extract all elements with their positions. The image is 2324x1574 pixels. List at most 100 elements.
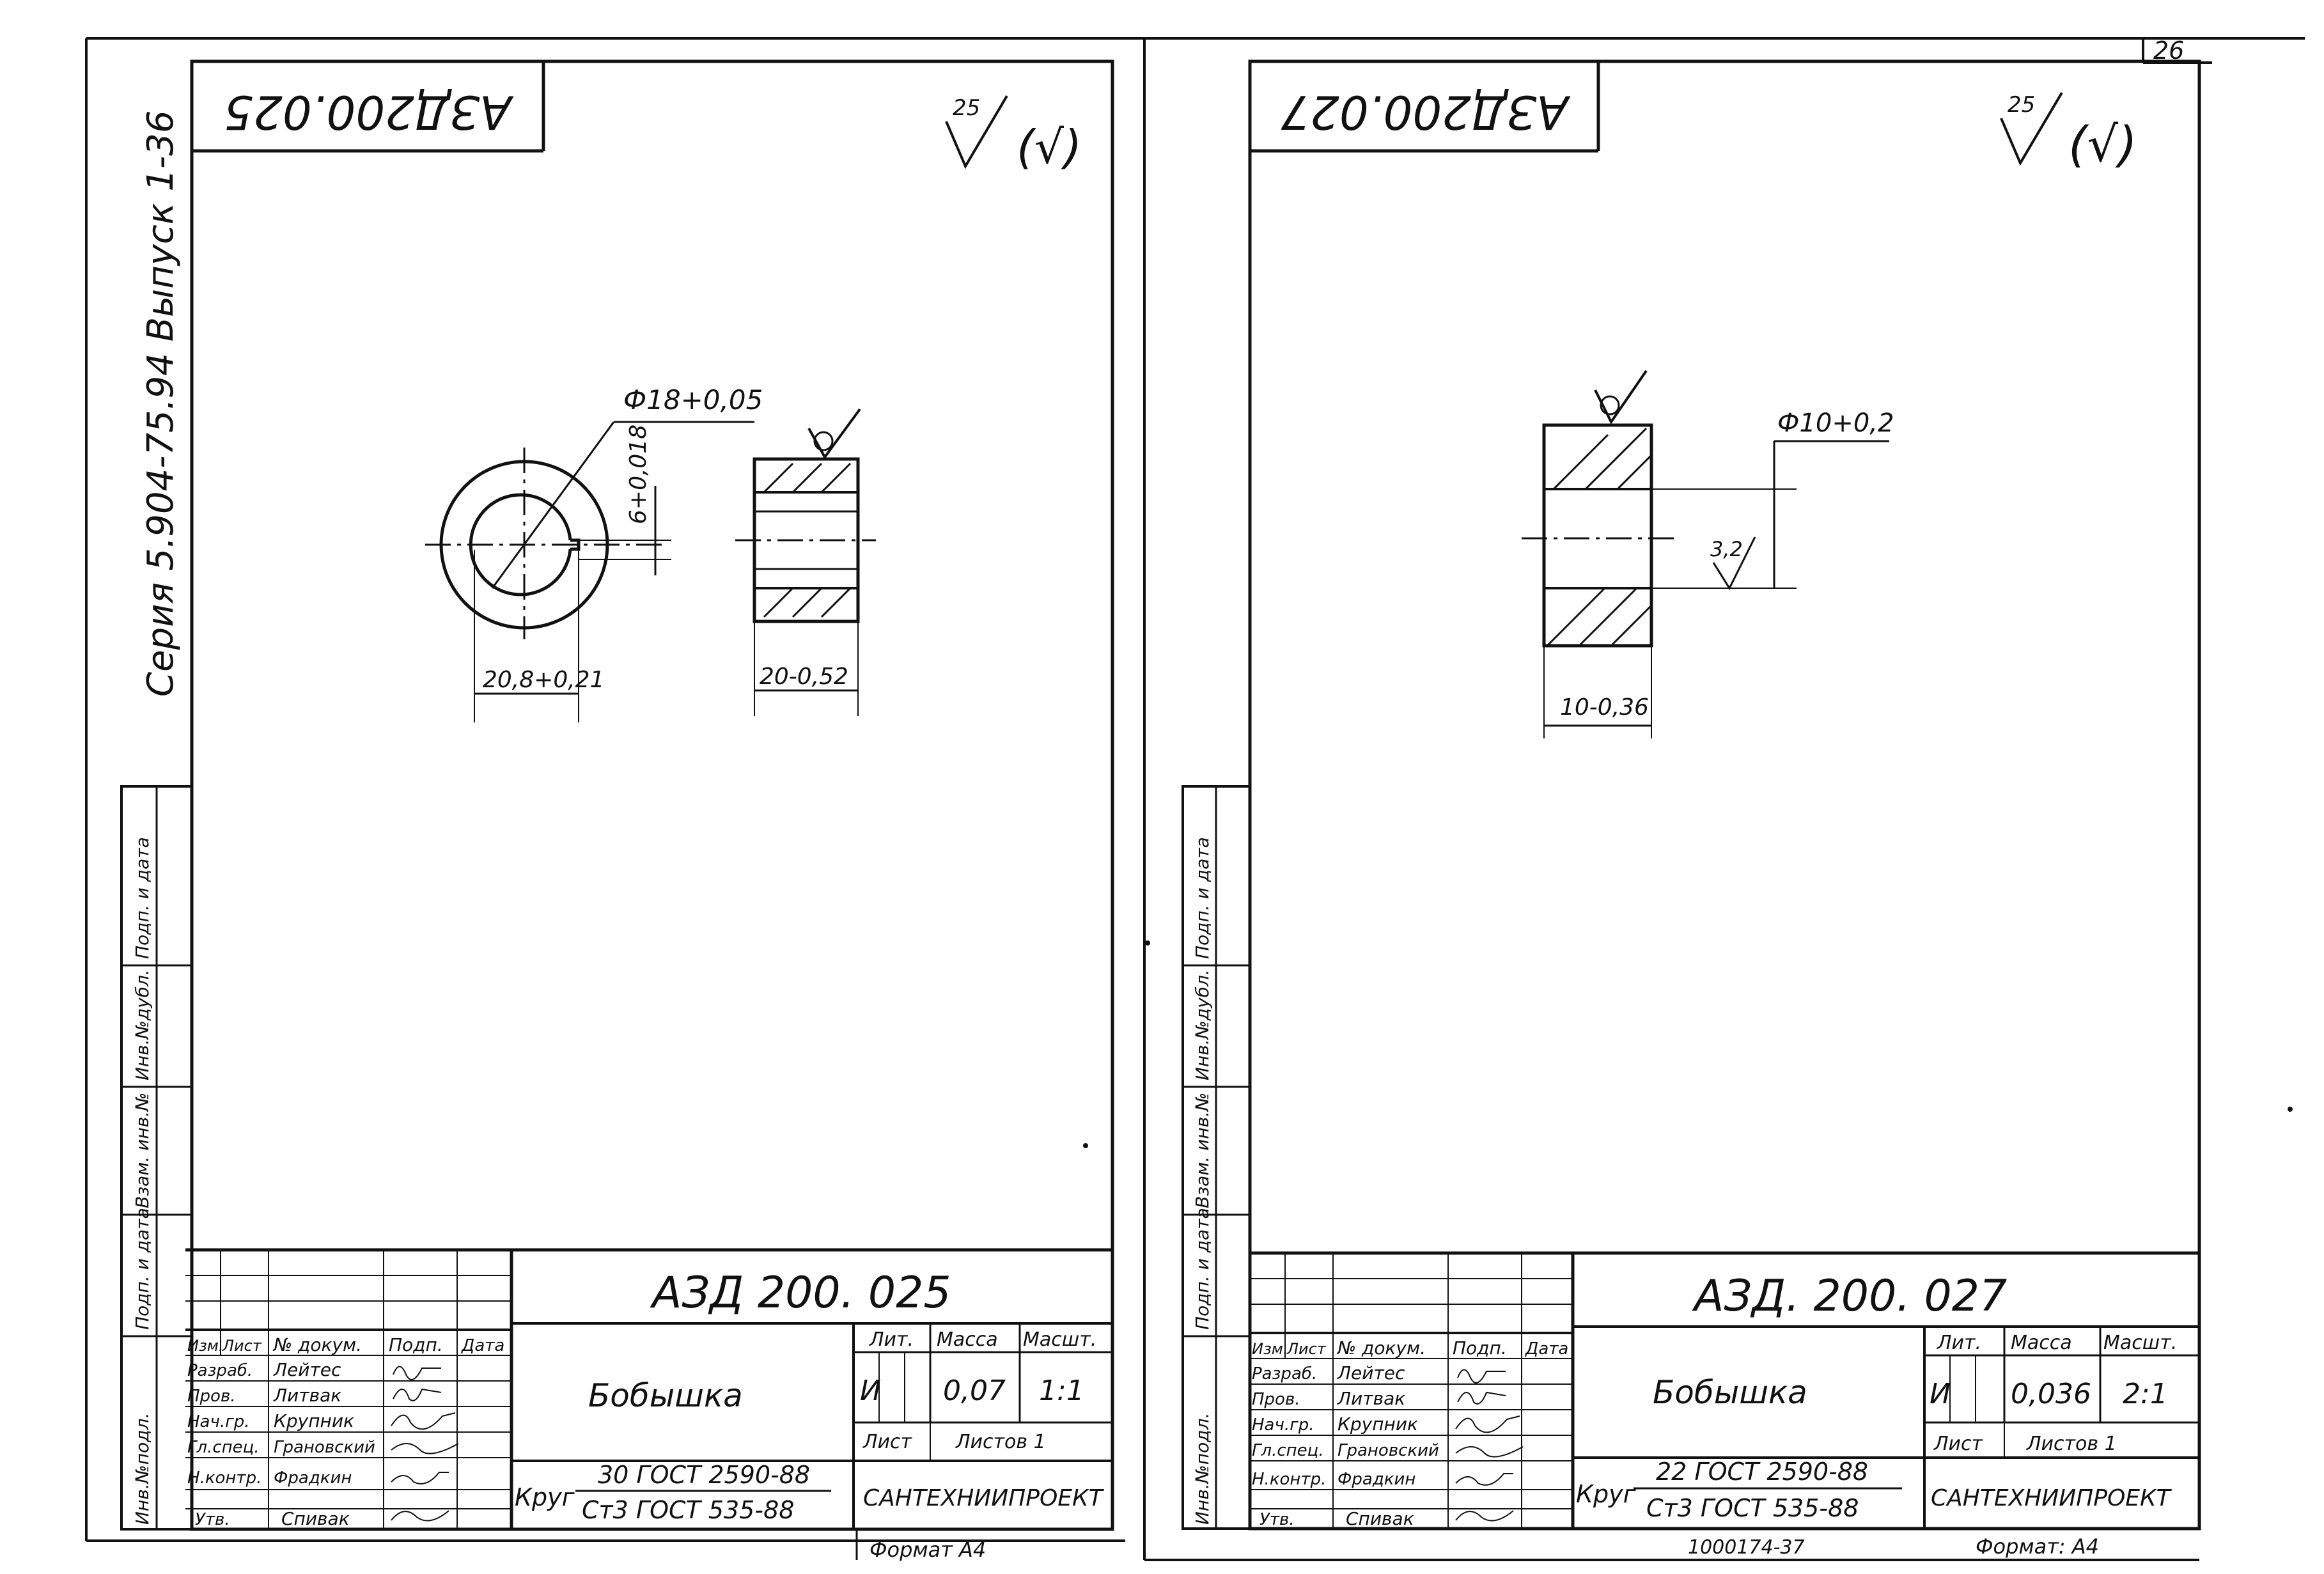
sheet-1-code: АЗД 200. 025	[650, 1268, 951, 1318]
dim-keyway: 6+0,018	[625, 425, 651, 524]
svg-text:(√): (√)	[2068, 116, 2137, 173]
sheet-1-side-stamp: Инв.№подл. Подп. и дата Взам. инв.№ Инв.…	[120, 785, 193, 1531]
sheet-1-front-view: Ф18+0,05 6+0,018 20,8+0,21	[425, 384, 763, 722]
svg-text:Масса: Масса	[2011, 1332, 2072, 1354]
svg-text:30 ГОСТ 2590-88: 30 ГОСТ 2590-88	[598, 1461, 810, 1489]
svg-text:Круг: Круг	[515, 1483, 575, 1511]
svg-text:САНТЕХНИИПРОЕКТ: САНТЕХНИИПРОЕКТ	[863, 1485, 1105, 1511]
sheet-1-rotated-code: АЗД200.025	[224, 85, 513, 139]
svg-text:Взам. инв.№: Взам. инв.№	[132, 1093, 153, 1208]
sheet-1-side-section: 20-0,52	[735, 408, 876, 716]
svg-text:И: И	[860, 1375, 881, 1407]
svg-text:Лит.: Лит.	[1937, 1332, 1981, 1354]
svg-text:Подп. и дата: Подп. и дата	[1192, 837, 1213, 959]
svg-text:25: 25	[953, 95, 980, 121]
svg-text:Пров.: Пров.	[1252, 1390, 1300, 1409]
sheet-1-signatures	[391, 1366, 459, 1522]
series-label: Серия 5.904-75.94 Выпуск 1-36	[140, 110, 182, 697]
svg-text:Подп.: Подп.	[1453, 1337, 1507, 1359]
svg-text:Спивак: Спивак	[1346, 1508, 1414, 1529]
svg-text:Лейтес: Лейтес	[1337, 1362, 1405, 1383]
svg-text:Изм.: Изм.	[187, 1337, 223, 1355]
svg-text:Масшт.: Масшт.	[2103, 1332, 2177, 1354]
sheet-2-side-stamp: Инв.№подл. Подп. и дата Взам. инв.№ Инв.…	[1181, 785, 1251, 1530]
sheet-2-title-block: Изм. Лист № докум. Подп. Дата Разраб. Пр…	[1250, 1251, 2199, 1529]
sheet-2-part-name: Бобышка	[1653, 1374, 1807, 1411]
dim-bore: Ф18+0,05	[623, 384, 763, 416]
svg-text:Грановский: Грановский	[274, 1438, 375, 1457]
svg-text:Подп.: Подп.	[389, 1334, 443, 1355]
speck	[1083, 1143, 1088, 1148]
svg-text:Лист: Лист	[222, 1337, 262, 1355]
svg-text:Ст3 ГОСТ 535-88: Ст3 ГОСТ 535-88	[1646, 1494, 1859, 1522]
svg-text:Спивак: Спивак	[281, 1508, 350, 1529]
svg-text:Лист: Лист	[862, 1431, 913, 1453]
svg-text:Круг: Круг	[1576, 1480, 1637, 1508]
svg-text:И: И	[1930, 1378, 1951, 1410]
sheet-1-format: Формат А4	[870, 1538, 986, 1562]
svg-text:Литвак: Литвак	[1337, 1388, 1405, 1409]
svg-text:Подп. и дата: Подп. и дата	[132, 837, 153, 959]
svg-text:Лист: Лист	[1286, 1340, 1327, 1358]
svg-text:Утв.: Утв.	[195, 1510, 230, 1529]
svg-text:Подп. и дата: Подп. и дата	[1192, 1208, 1213, 1330]
sheet-1-title-block: Изм. Лист № докум. Подп. Дата Разраб. Пр…	[185, 1248, 1112, 1529]
svg-text:22 ГОСТ 2590-88: 22 ГОСТ 2590-88	[1656, 1458, 1868, 1486]
svg-text:2:1: 2:1	[2123, 1378, 2168, 1410]
dim-bore-2: Ф10+0,2	[1777, 409, 1894, 438]
svg-text:№ докум.: № докум.	[272, 1334, 362, 1355]
dim-roughness-bore: 3,2	[1710, 537, 1743, 561]
svg-text:Масса: Масса	[937, 1329, 998, 1351]
svg-text:Разраб.: Разраб.	[187, 1361, 253, 1380]
sheet-2-signatures	[1455, 1369, 1524, 1522]
svg-text:Инв.№подл.: Инв.№подл.	[1192, 1413, 1213, 1525]
dim-key-depth: 20,8+0,21	[483, 667, 604, 693]
svg-text:Н.контр.: Н.контр.	[187, 1469, 261, 1488]
sheet-2-roughness-general: 25 (√)	[2000, 91, 2137, 173]
svg-text:Изм.: Изм.	[1252, 1340, 1288, 1358]
svg-text:Взам. инв.№: Взам. инв.№	[1192, 1093, 1213, 1208]
sheet-2-code: АЗД. 200. 027	[1692, 1271, 2007, 1321]
svg-text:Масшт.: Масшт.	[1023, 1329, 1096, 1351]
svg-text:25: 25	[2008, 92, 2035, 118]
svg-text:Дата: Дата	[461, 1336, 504, 1355]
svg-text:Крупник: Крупник	[1337, 1414, 1418, 1435]
dim-width-2: 10-0,36	[1560, 694, 1649, 721]
sheet-2-archive-number: 1000174-37	[1688, 1536, 1805, 1559]
svg-text:Гл.спец.: Гл.спец.	[1252, 1441, 1324, 1460]
speck	[2288, 1107, 2293, 1112]
svg-text:Фрадкин: Фрадкин	[274, 1469, 352, 1488]
sheet-2: АЗД200.027 25 (√)	[1181, 59, 2201, 1559]
svg-text:Инв.№дубл.: Инв.№дубл.	[132, 969, 153, 1080]
svg-text:(√): (√)	[1017, 120, 1082, 174]
sheet-1: АЗД200.025 25 (√) Ф18+0,05 6+0,018	[120, 59, 1114, 1562]
svg-text:САНТЕХНИИПРОЕКТ: САНТЕХНИИПРОЕКТ	[1931, 1485, 2172, 1511]
dim-width: 20-0,52	[760, 664, 848, 690]
svg-text:Подп. и дата: Подп. и дата	[132, 1208, 153, 1330]
sheet-2-format: Формат: А4	[1976, 1534, 2099, 1559]
svg-text:Литвак: Литвак	[273, 1385, 341, 1406]
svg-text:Утв.: Утв.	[1259, 1510, 1295, 1529]
svg-text:Дата: Дата	[1525, 1339, 1568, 1359]
outer-frame	[85, 37, 2305, 1561]
svg-text:Нач.гр.: Нач.гр.	[1252, 1415, 1314, 1435]
svg-text:Ст3 ГОСТ 535-88: Ст3 ГОСТ 535-88	[582, 1496, 794, 1524]
svg-text:Пров.: Пров.	[187, 1387, 236, 1406]
speck	[1145, 940, 1150, 946]
svg-text:Гл.спец.: Гл.спец.	[187, 1438, 260, 1457]
sheet-1-part-name: Бобышка	[588, 1377, 743, 1414]
svg-text:Н.контр.: Н.контр.	[1252, 1470, 1326, 1489]
svg-text:Нач.гр.: Нач.гр.	[187, 1412, 250, 1431]
svg-text:Лейтес: Лейтес	[273, 1359, 341, 1380]
sheet-2-rotated-code: АЗД200.027	[1281, 85, 1571, 139]
svg-text:№ докум.: № докум.	[1336, 1337, 1426, 1359]
svg-text:Листов 1: Листов 1	[955, 1431, 1046, 1453]
svg-text:Инв.№подл.: Инв.№подл.	[132, 1413, 153, 1525]
sheet-2-section-view: Ф10+0,2 3,2 10-0,36	[1522, 370, 1894, 738]
svg-text:Крупник: Крупник	[274, 1410, 354, 1431]
svg-text:Инв.№дубл.: Инв.№дубл.	[1192, 969, 1213, 1080]
svg-text:Разраб.: Разраб.	[1252, 1364, 1317, 1383]
sheet-1-roughness-general: 25 (√)	[945, 95, 1082, 174]
svg-text:Фрадкин: Фрадкин	[1337, 1470, 1415, 1489]
